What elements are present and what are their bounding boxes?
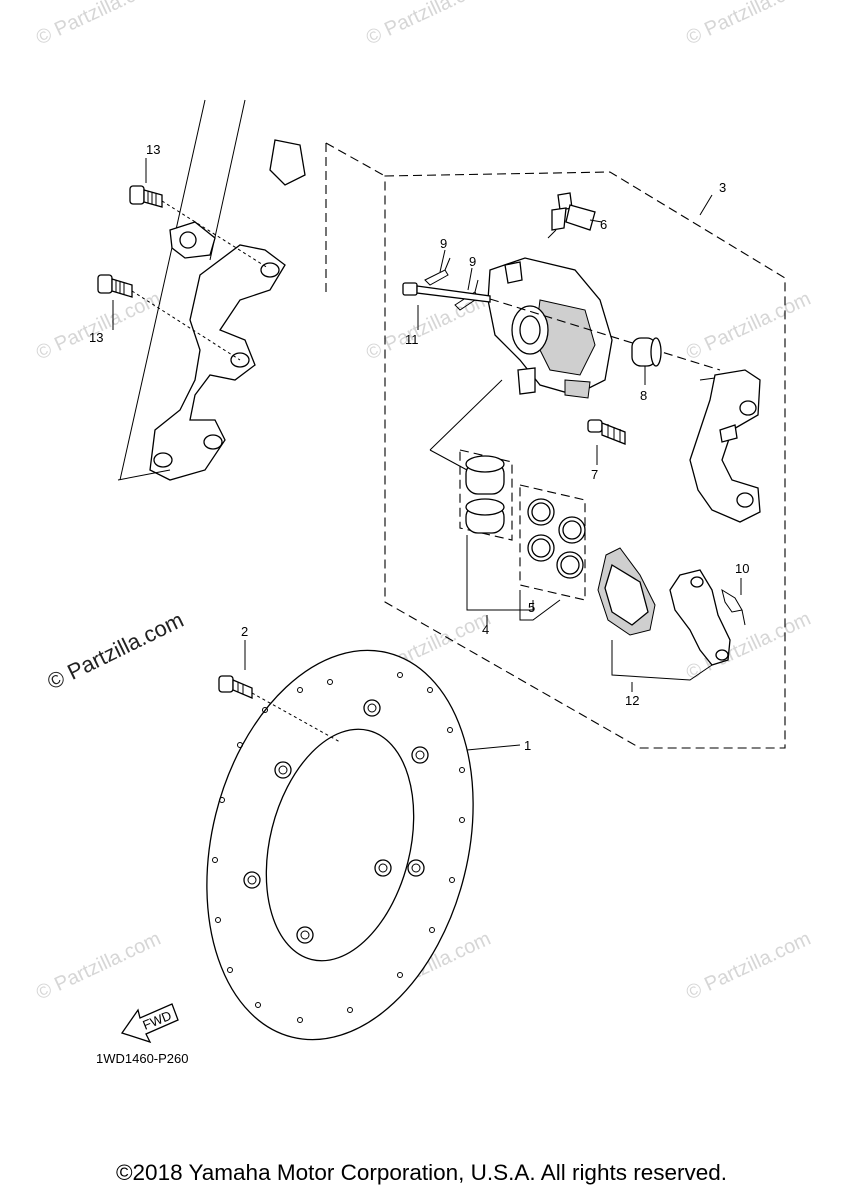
fork-leg: [117, 99, 306, 481]
watermark-text: © Partzilla.com: [683, 928, 814, 1005]
caliper-assembly-boundary: [325, 142, 786, 749]
bleed-screw: [547, 192, 596, 239]
pad-pin: [402, 282, 721, 371]
disc-bolt: [218, 675, 341, 743]
copyright-notice: ©2018 Yamaha Motor Corporation, U.S.A. A…: [115, 1160, 728, 1185]
callout-7: 7: [591, 467, 598, 482]
disc-holes: [212, 672, 465, 1023]
callout-3: 3: [719, 180, 726, 195]
watermark-text: © Partzilla.com: [363, 0, 494, 50]
callout-4: 4: [482, 622, 489, 637]
brake-caliper: [487, 257, 613, 399]
callout-13-upper: 13: [146, 142, 160, 157]
callout-13-lower: 13: [89, 330, 103, 345]
caliper-pistons: [459, 449, 513, 541]
caliper-bracket: [689, 369, 761, 523]
brake-pad-outer: [669, 569, 731, 666]
slide-pin-bolt: [587, 419, 626, 445]
callout-1: 1: [524, 738, 531, 753]
partzilla-watermark: © Partzilla.com: [43, 607, 187, 694]
callout-9-left: 9: [440, 236, 447, 251]
brake-disc: [206, 649, 474, 1041]
callout-9-right: 9: [469, 254, 476, 269]
forward-arrow: FWD: [120, 1003, 179, 1044]
bolt-13-lower: [97, 274, 133, 298]
callout-2: 2: [241, 624, 248, 639]
watermark-text: © Partzilla.com: [33, 928, 164, 1005]
callout-12: 12: [625, 693, 639, 708]
brake-pad-inner: [597, 547, 656, 636]
watermark-text: © Partzilla.com: [33, 0, 164, 50]
callout-10: 10: [735, 561, 749, 576]
callout-labels: 1 2 3 4 5 6 7 8 9 9 10 11 12 13 13: [89, 142, 749, 753]
pad-spring: [721, 588, 746, 626]
bolt-13-upper: [129, 185, 163, 208]
spacer-block: [169, 221, 216, 259]
watermark-text: © Partzilla.com: [683, 0, 814, 50]
diagram-code: 1WD1460-P260: [96, 1051, 189, 1066]
bolt-guide-lines: [131, 200, 269, 361]
leader-lines: [112, 158, 742, 751]
rubber-sleeve: [631, 337, 662, 367]
watermark-text: © Partzilla.com: [683, 288, 814, 365]
callout-11: 11: [405, 332, 419, 347]
callout-8: 8: [640, 388, 647, 403]
piston-seals: [519, 484, 586, 601]
callout-6: 6: [600, 217, 607, 232]
callout-5: 5: [528, 600, 535, 615]
